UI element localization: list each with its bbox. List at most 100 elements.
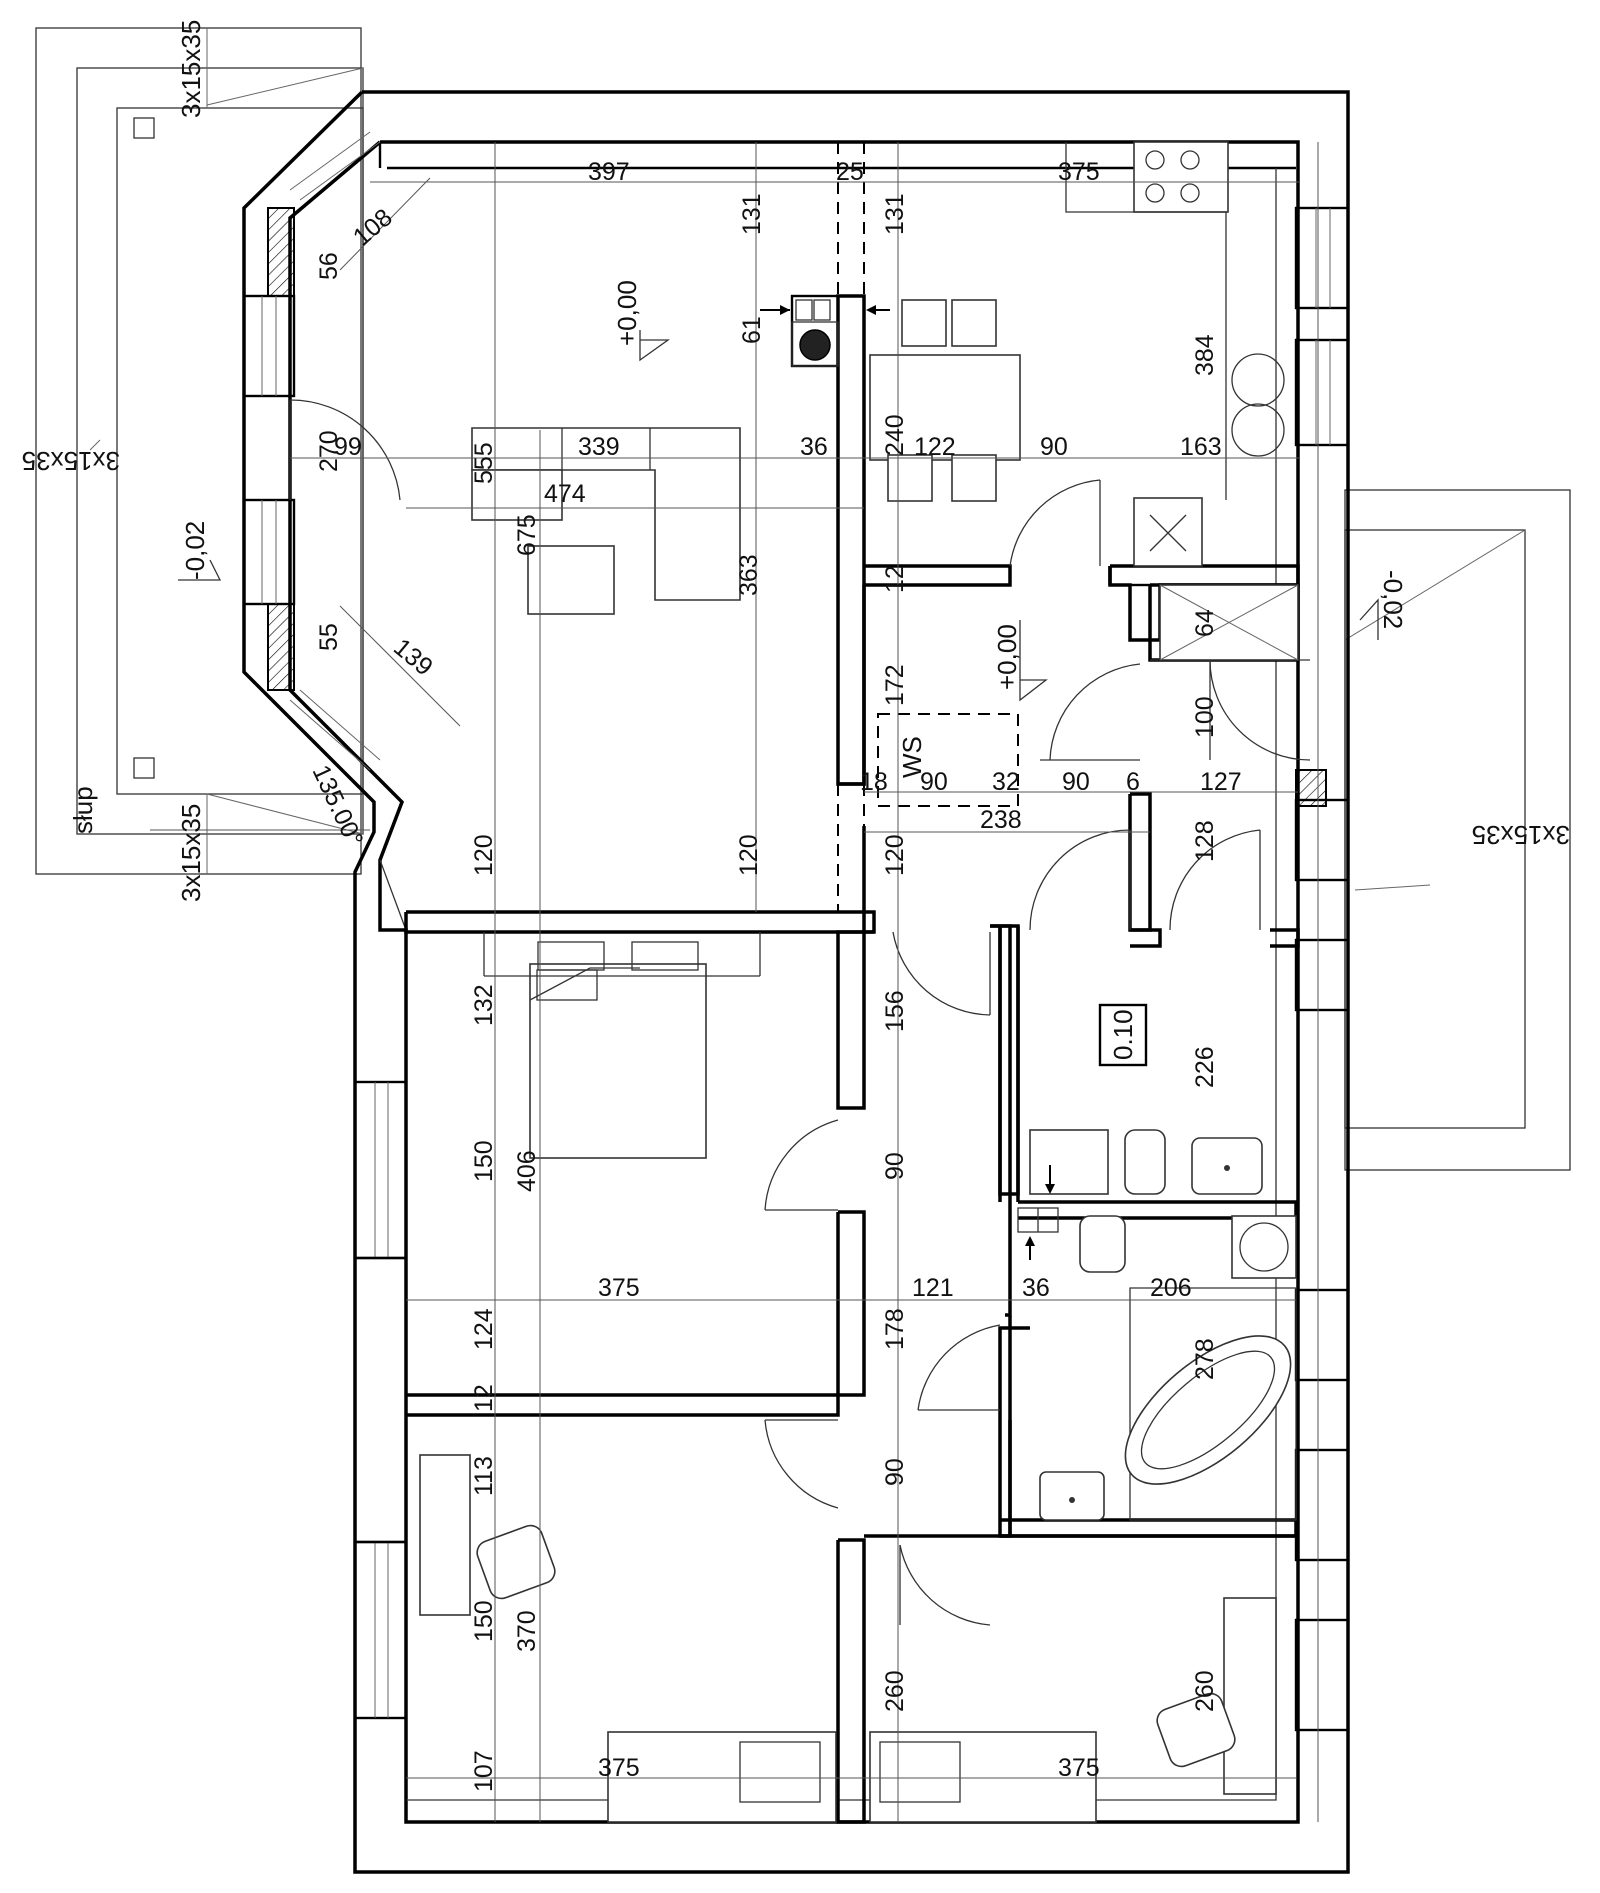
dim-bay-diag-139: 139 xyxy=(388,633,438,681)
hatched-pillar-icon xyxy=(267,603,295,691)
dim-hall-h-127: 127 xyxy=(1200,768,1242,796)
dim-kitchen-h2: 122 xyxy=(914,433,956,461)
coffee-table xyxy=(527,545,615,615)
left-terrace xyxy=(35,27,364,875)
slup-label: słup xyxy=(68,786,98,834)
dim-wc-v-226: 226 xyxy=(1191,1046,1219,1088)
dim-bed2-v-107: 107 xyxy=(470,1750,498,1792)
level-markers xyxy=(178,330,1379,702)
chair-icon xyxy=(476,1524,556,1600)
pillar-bottom-label: 3x15x35 xyxy=(176,804,206,902)
dim-bay-small-1: 56 xyxy=(315,252,343,280)
chair-icon xyxy=(901,299,947,347)
hatched-pillar-icon xyxy=(267,207,295,297)
dim-kitchen-right: 384 xyxy=(1191,334,1219,376)
dim-angle: 135.00° xyxy=(307,761,369,851)
dim-bed1-v-150: 150 xyxy=(470,1140,498,1182)
pillar-bottom-icon xyxy=(133,757,155,779)
dim-hall-v-100: 100 xyxy=(1191,696,1219,738)
cooktop-icon xyxy=(1133,141,1229,213)
furniture xyxy=(419,141,1299,1823)
ws-label: WS xyxy=(897,736,927,778)
dim-living-h1: 99 xyxy=(334,433,362,461)
dim-living-v-363: 363 xyxy=(735,554,763,596)
dim-bed2-v-113: 113 xyxy=(470,1456,498,1496)
dim-hall-h-90a: 90 xyxy=(920,768,948,796)
dim-corr-v-90b: 90 xyxy=(881,1458,909,1486)
dim-living-w-474: 474 xyxy=(544,480,586,508)
dim-living-h3: 36 xyxy=(800,433,828,461)
appliance-icon xyxy=(1133,497,1203,567)
dim-hall-v-12: 12 xyxy=(881,565,909,593)
dim-hall-h-6: 6 xyxy=(1126,768,1140,796)
dim-bed2-v-370: 370 xyxy=(513,1610,541,1652)
dim-hall-v-128: 128 xyxy=(1191,820,1219,862)
dim-chimney-v3: 61 xyxy=(738,316,766,344)
plan-labels: +0,00 +0,00 -0,02 -0,02 WS 0.10 3x15x35 … xyxy=(22,20,1570,1060)
dim-bed3-v-260a: 260 xyxy=(881,1670,909,1712)
wc-number-label: 0.10 xyxy=(1108,1009,1138,1060)
level-hall-label: +0,00 xyxy=(992,624,1022,690)
dim-hall-h-238: 238 xyxy=(980,806,1022,834)
dim-bed3-h-375: 375 xyxy=(1058,1754,1100,1782)
double-bed-icon xyxy=(483,932,761,1159)
desk-icon xyxy=(419,1454,471,1616)
single-bed-icon xyxy=(607,1731,837,1823)
level-terrace-left-label: -0,02 xyxy=(180,521,210,580)
dim-bay-small-55: 55 xyxy=(315,623,343,651)
level-terrace-right-label: -0,02 xyxy=(1378,570,1408,629)
dim-bed3-v-260b: 260 xyxy=(1191,1670,1219,1712)
dim-living-v-120a: 120 xyxy=(470,834,498,876)
bay-window-upper xyxy=(242,131,381,398)
dim-living-v-120b: 120 xyxy=(735,834,763,876)
dim-hall-h-90b: 90 xyxy=(1062,768,1090,796)
chimney-flue-icon xyxy=(799,329,831,361)
dim-hall-v-120: 120 xyxy=(881,834,909,876)
right-terrace xyxy=(1344,489,1571,1171)
ws-box xyxy=(877,713,1019,807)
dim-bay-diag-1: 108 xyxy=(348,203,398,251)
dim-bed1-v-132: 132 xyxy=(470,984,498,1026)
dim-bed1-v-124: 124 xyxy=(470,1308,498,1350)
pillar-top-icon xyxy=(133,117,155,139)
dim-corr-v-90a: 90 xyxy=(881,1152,909,1180)
dim-bed2-v-12: 12 xyxy=(470,1384,498,1412)
dim-bed2-v-150: 150 xyxy=(470,1600,498,1642)
pillar-right-label: 3x15x35 xyxy=(1472,820,1570,850)
kitchen-sink-icon xyxy=(1231,353,1285,457)
desk-icon xyxy=(1223,1597,1277,1795)
dim-living-top: 397 xyxy=(588,158,630,186)
outer-walls xyxy=(242,90,1350,1874)
dim-bed1-h-375: 375 xyxy=(598,1274,640,1302)
wc-label-box xyxy=(1098,1003,1148,1067)
pillar-top-label: 3x15x35 xyxy=(176,20,206,118)
arrow-icons xyxy=(760,305,1055,1260)
dining-table xyxy=(869,354,1021,461)
hatched-pillar-icon xyxy=(1295,769,1327,807)
sofa-icon xyxy=(471,427,741,601)
dim-corr-v-178: 178 xyxy=(881,1308,909,1350)
right-windows xyxy=(1294,206,1350,1732)
dim-living-v-555: 555 xyxy=(470,442,498,484)
dim-bath-h-36: 36 xyxy=(1022,1274,1050,1302)
interior-walls xyxy=(404,142,1310,1824)
chair-icon xyxy=(951,454,997,502)
dimension-lines xyxy=(150,142,1319,1822)
left-windows xyxy=(353,1080,408,1720)
dim-kitchen-h3: 90 xyxy=(1040,433,1068,461)
dim-corr-h-121: 121 xyxy=(912,1274,954,1302)
dim-living-h2: 339 xyxy=(578,433,620,461)
toilet-icon xyxy=(1079,1215,1126,1273)
dim-hall-v-172: 172 xyxy=(881,664,909,706)
chair-icon xyxy=(1156,1692,1236,1768)
dim-corr-v-156: 156 xyxy=(881,990,909,1032)
dim-chimney-gap: 25 xyxy=(836,158,864,186)
bay-window-lower xyxy=(242,399,401,771)
washing-machine-icon xyxy=(1231,1215,1297,1279)
dim-bath-v-278: 278 xyxy=(1191,1338,1219,1380)
dim-chimney-v2: 131 xyxy=(881,193,909,235)
dim-living-v-675: 675 xyxy=(513,514,541,556)
single-bed-icon xyxy=(869,1731,1097,1823)
dim-kitchen-h1: 240 xyxy=(881,414,909,456)
pillar-left-label: 3x15x35 xyxy=(22,446,120,476)
